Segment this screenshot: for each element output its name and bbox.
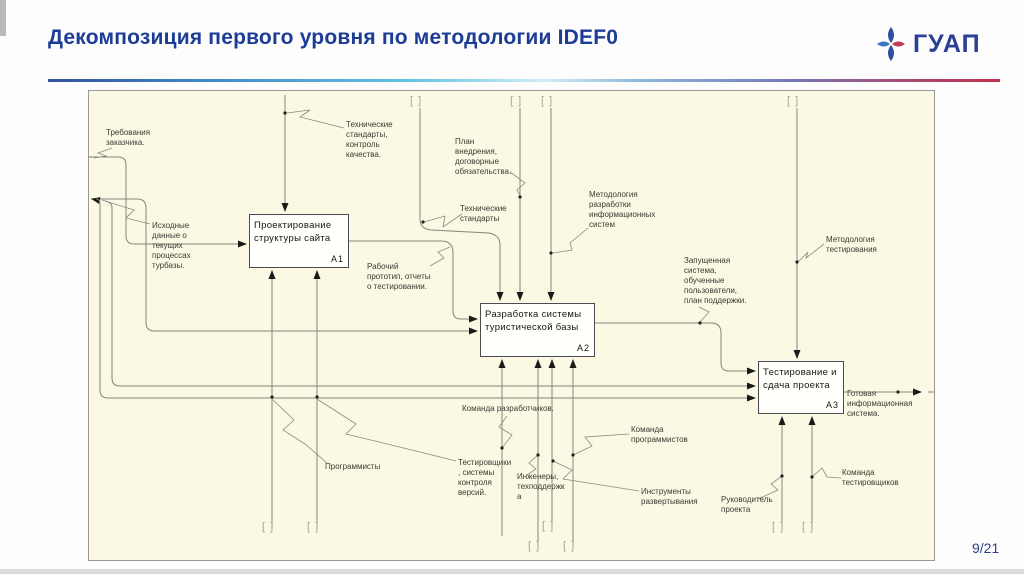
label-tech-standards: Технические стандарты xyxy=(460,204,507,223)
activity-box-a3-title: Тестирование и сдача проекта xyxy=(763,367,837,391)
activity-box-a1-title: Проектирование структуры сайта xyxy=(254,220,332,244)
guap-logo-icon xyxy=(877,27,905,61)
guap-logo-text: ГУАП xyxy=(913,29,981,58)
window-edge-artifact xyxy=(0,0,6,36)
label-working-prototype: Рабочий прототип, отчеты о тестировании. xyxy=(367,262,431,291)
boundary-marker-bottom-1: [ ] xyxy=(262,521,275,533)
boundary-marker-top-2: [ ] xyxy=(510,95,523,107)
label-finished-information-system: Готовая информационная система. xyxy=(847,389,913,418)
activity-box-a2: Разработка системы туристической базы A2 xyxy=(480,303,595,357)
label-programmer-team: Команда программистов xyxy=(631,425,688,444)
boundary-marker-bottom-4: [ ] xyxy=(528,540,541,552)
activity-box-a2-title: Разработка системы туристической базы xyxy=(485,309,582,333)
label-tester-team: Команда тестировщиков xyxy=(842,468,899,487)
boundary-marker-bottom-5: [ ] xyxy=(563,540,576,552)
boundary-marker-bottom-3: [ ] xyxy=(542,520,555,532)
guap-logo: ГУАП xyxy=(876,26,981,62)
boundary-marker-bottom-6: [ ] xyxy=(772,521,785,533)
label-testers-version-control: Тестировщики, системы контроля версий. xyxy=(458,458,512,497)
label-tech-standards-quality: Технические стандарты, контроль качества… xyxy=(346,120,393,159)
activity-box-a3: Тестирование и сдача проекта A3 xyxy=(758,361,844,414)
page-number: 9/21 xyxy=(972,540,1000,556)
title-divider xyxy=(48,79,1000,82)
boundary-marker-bottom-2: [ ] xyxy=(307,521,320,533)
boundary-marker-top-3: [ ] xyxy=(541,95,554,107)
label-testing-methodology: Методология тестирования xyxy=(826,235,877,254)
label-support-engineers: Инженеры, техподдержка xyxy=(517,472,565,501)
label-source-data: Исходные данные о текущих процессах турб… xyxy=(152,221,191,270)
activity-box-a1: Проектирование структуры сайта A1 xyxy=(249,214,349,268)
slide-bottom-edge xyxy=(0,569,1024,574)
boundary-marker-top-1: [ ] xyxy=(410,95,423,107)
boundary-marker-bottom-7: [ ] xyxy=(802,521,815,533)
boundary-marker-top-4: [ ] xyxy=(787,95,800,107)
label-programmers: Программисты xyxy=(325,462,381,471)
activity-box-a3-code: A3 xyxy=(825,400,839,410)
label-project-manager: Руководитель проекта xyxy=(721,495,773,514)
label-deployment-tools: Инструменты развертывания xyxy=(641,487,698,506)
label-developer-team: Команда разработчиков. xyxy=(462,404,554,413)
slide-title: Декомпозиция первого уровня по методолог… xyxy=(48,26,619,49)
activity-box-a2-code: A2 xyxy=(576,343,590,353)
activity-box-a1-code: A1 xyxy=(330,254,344,264)
label-launched-system: Запущенная система, обученные пользовате… xyxy=(684,256,747,305)
label-implementation-plan: План внедрения, договорные обязательства… xyxy=(455,137,512,176)
label-customer-requirements: Требования заказчика. xyxy=(106,128,151,147)
label-is-development-methodology: Методология разработки информационных си… xyxy=(589,190,656,229)
